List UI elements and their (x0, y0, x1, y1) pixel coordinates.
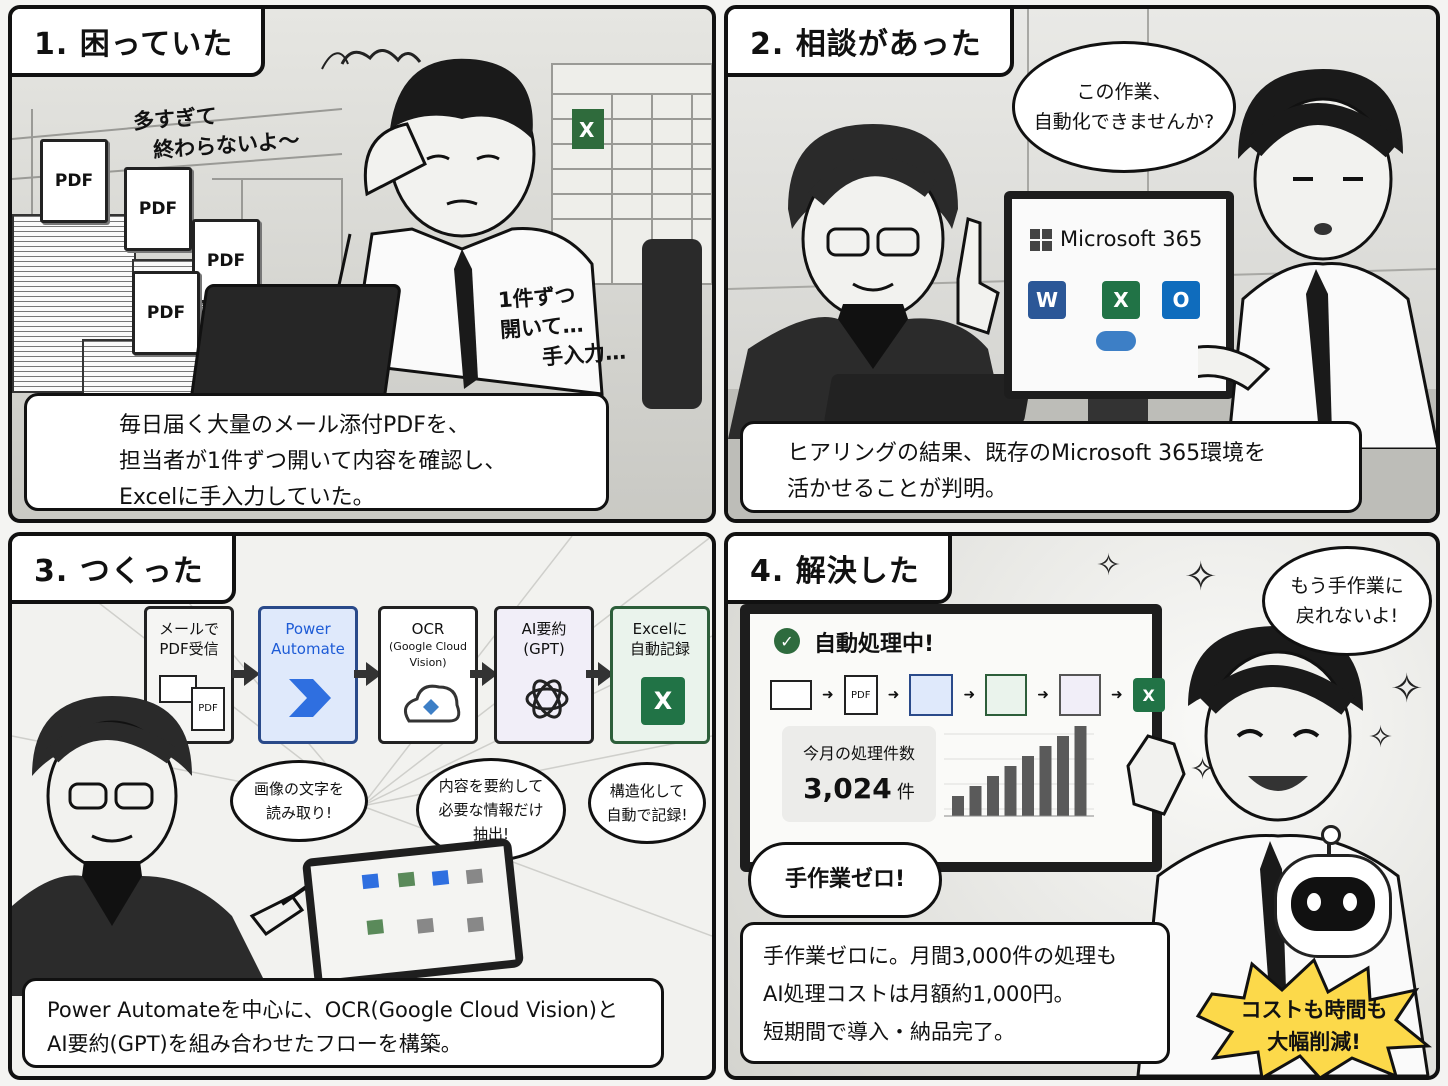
panel-2: Microsoft 365 W X O 2. 相談があった この作業、 自動化で… (724, 5, 1440, 523)
consultant-illustration (12, 696, 324, 996)
office-chair (642, 239, 702, 409)
panel-title: 4. 解決した (728, 536, 952, 604)
chart-bar (969, 786, 982, 816)
impact-burst (1195, 957, 1432, 1076)
pdf-document-icon: PDF (40, 139, 108, 223)
outlook-icon: O (1162, 281, 1200, 319)
panel-title: 3. つくった (12, 536, 236, 604)
svg-text:X: X (579, 118, 595, 142)
pdf-icon: PDF (843, 675, 878, 715)
panel-title: 2. 相談があった (728, 9, 1014, 77)
sparkle-icon: ✧ (1368, 720, 1394, 755)
panel-caption: 毎日届く大量のメール添付PDFを、 担当者が1件ずつ開いて内容を確認し、 Exc… (24, 393, 609, 511)
dashboard-screen: ✓ 自動処理中! ➜ PDF ➜ ➜ ➜ ➜ X 今月の処理件数 3,024 件 (750, 614, 1165, 862)
check-icon: ✓ (774, 628, 800, 654)
openai-icon (1058, 674, 1101, 716)
mail-icon (770, 680, 812, 710)
sparkle-icon: ✧ (1184, 554, 1218, 600)
flow-step-ocr: OCR (Google Cloud Vision) (378, 606, 478, 744)
onedrive-icon (1096, 331, 1136, 351)
flow-icons-row: ➜ PDF ➜ ➜ ➜ ➜ X (770, 674, 1165, 716)
panel-4: 4. 解決した ✧ ✧ ✧ ✧ ✧ ✓ 自動処理中! ➜ PDF ➜ ➜ ➜ ➜… (724, 532, 1440, 1080)
laptop (823, 374, 1033, 424)
zero-manual-bubble: 手作業ゼロ! (748, 842, 942, 918)
excel-icon: X (1132, 678, 1165, 712)
google-cloud-vision-icon (985, 674, 1028, 716)
status-text: 自動処理中! (814, 632, 935, 657)
chart-bar (1022, 756, 1034, 816)
power-automate-icon (289, 679, 331, 717)
flow-step-power-automate: Power Automate (258, 606, 358, 744)
flow-arrow (232, 662, 260, 686)
power-automate-icon (909, 674, 954, 716)
monitor-screen: Microsoft 365 W X O (1012, 199, 1226, 391)
speech-bubble: この作業、 自動化できませんか? (1012, 41, 1236, 173)
google-cloud-vision-icon (403, 684, 461, 723)
panel-title: 1. 困っていた (12, 9, 266, 77)
speech-bubble: もう手作業に 戻れないよ! (1262, 546, 1432, 656)
note-bubble: 画像の文字を 読み取り! (230, 760, 368, 842)
tablet-screen (310, 846, 516, 980)
monitor-stand (1088, 399, 1148, 421)
chart-bar (1039, 746, 1052, 816)
tablet (301, 837, 525, 989)
client-illustration (1198, 69, 1436, 449)
chart-bar (1074, 726, 1087, 816)
chart-bar (1004, 766, 1017, 816)
sparkle-icon: ✧ (1390, 666, 1424, 712)
mutter-text: 1件ずつ 開いて… 手入力… (497, 283, 627, 370)
note-bubble: 構造化して 自動で記録! (588, 762, 706, 844)
thought-text: 多すぎて 終わらないよ〜 (132, 103, 301, 163)
panel-caption: ヒアリングの結果、既存のMicrosoft 365環境を 活かせることが判明。 (740, 421, 1362, 513)
monthly-bar-chart (944, 726, 1094, 817)
dashboard-monitor: ✓ 自動処理中! ➜ PDF ➜ ➜ ➜ ➜ X 今月の処理件数 3,024 件 (740, 604, 1165, 872)
chart-bar (987, 776, 999, 816)
panel-caption: 手作業ゼロに。月間3,000件の処理も AI処理コストは月額約1,000円。 短… (740, 922, 1170, 1064)
stats-card: 今月の処理件数 3,024 件 (782, 726, 936, 822)
burst-text: コストも時間も 大幅削減! (1240, 998, 1388, 1054)
flow-step-ai-summary: AI要約 (GPT) (494, 606, 594, 744)
microsoft-365-title: Microsoft 365 (1060, 227, 1203, 251)
excel-icon: X (641, 677, 685, 725)
flow-step-excel: Excelに 自動記録 X (610, 606, 710, 744)
panel-caption: Power Automateを中心に、OCR(Google Cloud Visi… (22, 978, 664, 1068)
microsoft-logo-icon (1030, 229, 1052, 251)
panel-1: X PDF PDF PDF PDF 1. 困っていた 多すぎて 終わらないよ〜 … (8, 5, 716, 523)
openai-icon (525, 679, 569, 719)
pdf-icon: PDF (191, 687, 225, 731)
stressed-worker-illustration (320, 49, 604, 396)
panel-3: 3. つくった メールで PDF受信 PDF Power Automate OC… (8, 532, 716, 1080)
robot-mascot (1274, 825, 1392, 958)
count-unit: 件 (896, 782, 915, 803)
chart-bar (1057, 736, 1069, 816)
pdf-document-icon: PDF (132, 271, 200, 355)
pdf-document-icon: PDF (124, 167, 192, 251)
excel-icon: X (1102, 281, 1140, 319)
sparkle-icon: ✧ (1096, 548, 1122, 583)
laptop (188, 284, 402, 410)
count-value: 3,024 (803, 772, 892, 805)
monitor: Microsoft 365 W X O (1004, 191, 1234, 399)
word-icon: W (1028, 281, 1066, 319)
chart-bar (952, 796, 964, 816)
